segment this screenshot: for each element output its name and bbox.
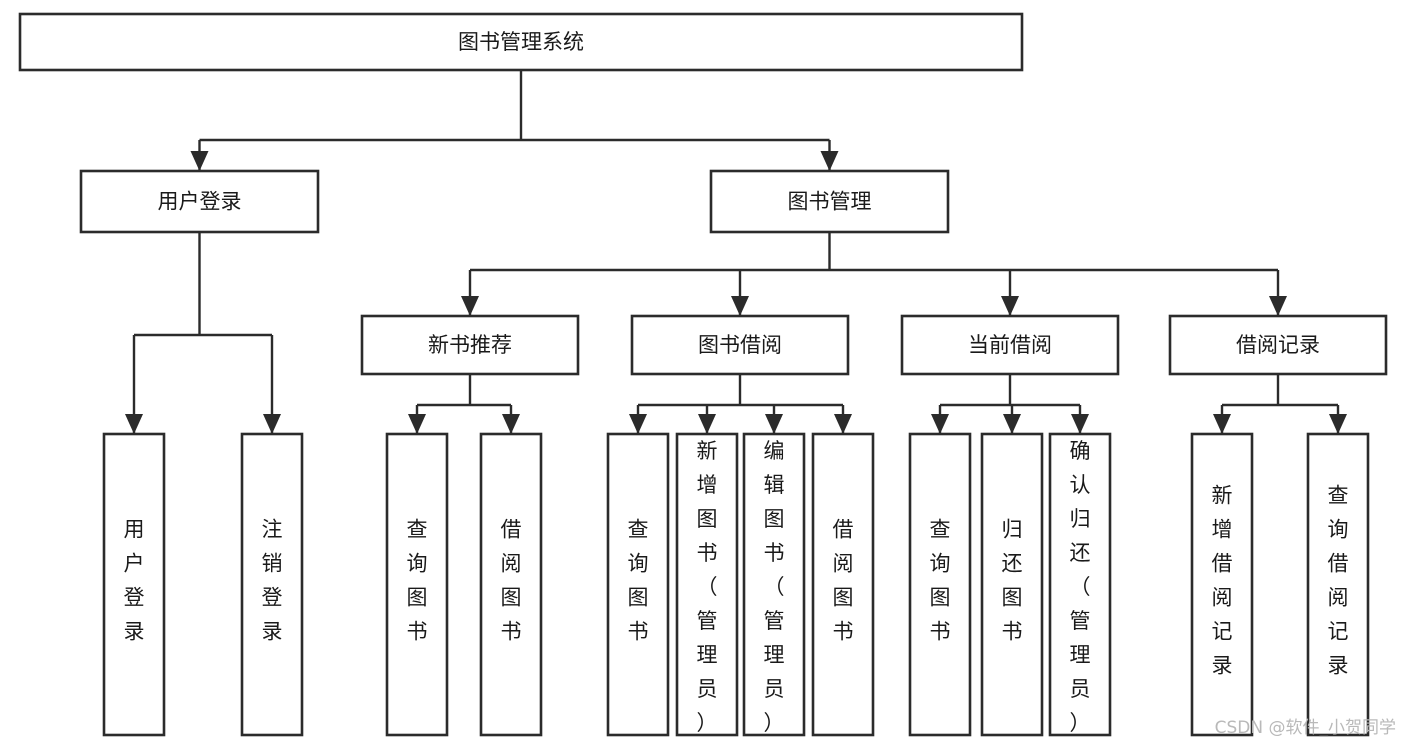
node-leaf-borrow-book-1-label: 借阅图书 xyxy=(501,518,522,644)
node-leaf-borrow-book-2-box xyxy=(811,432,875,737)
userlogin-arrow-1 xyxy=(263,414,281,434)
l3-book-borrow-arrow-2 xyxy=(765,414,783,434)
node-leaf-user-logout-label: 注销登录 xyxy=(262,518,283,644)
node-leaf-query-book-1-label: 查询图书 xyxy=(407,518,428,644)
l3-new-book-recommend-arrow-0 xyxy=(408,414,426,434)
node-leaf-borrow-book-1-box xyxy=(479,432,543,737)
node-book-borrow-label: 图书借阅 xyxy=(698,333,782,357)
node-leaf-query-record-label: 查询借阅记录 xyxy=(1328,484,1349,678)
node-leaf-confirm-return-box xyxy=(1048,432,1112,737)
node-leaf-add-book-box xyxy=(675,432,739,737)
node-new-book-recommend-box xyxy=(360,314,580,376)
l3-book-borrow-arrow-3 xyxy=(834,414,852,434)
node-leaf-query-book-2-label: 查询图书 xyxy=(628,518,649,644)
node-book-borrow-box xyxy=(630,314,850,376)
node-leaf-edit-book-label: 编辑图书（管理员） xyxy=(764,439,785,735)
l3-new-book-recommend-arrow-1 xyxy=(502,414,520,434)
node-leaf-add-book[interactable]: 新增图书（管理员） xyxy=(675,432,739,737)
bookmanage-arrow-1 xyxy=(731,296,749,316)
node-leaf-confirm-return-label: 确认归还（管理员） xyxy=(1070,439,1091,735)
node-leaf-add-book-label: 新增图书（管理员） xyxy=(697,439,718,735)
node-book-borrow[interactable]: 图书借阅 xyxy=(630,314,850,376)
node-layer: 图书管理系统用户登录图书管理新书推荐图书借阅当前借阅借阅记录用户登录注销登录查询… xyxy=(18,12,1388,737)
bookmanage-arrow-2 xyxy=(1001,296,1019,316)
l3-current-borrow-arrow-1 xyxy=(1003,414,1021,434)
node-leaf-user-login[interactable]: 用户登录 xyxy=(102,432,166,737)
l3-book-borrow-arrow-0 xyxy=(629,414,647,434)
node-current-borrow-label: 当前借阅 xyxy=(968,333,1052,357)
csdn-watermark: CSDN @软件_小贺同学 xyxy=(1215,718,1396,738)
node-leaf-user-logout[interactable]: 注销登录 xyxy=(240,432,304,737)
node-current-borrow[interactable]: 当前借阅 xyxy=(900,314,1120,376)
root-arrow-1 xyxy=(820,151,839,171)
l3-current-borrow-arrow-2 xyxy=(1071,414,1089,434)
node-leaf-add-record[interactable]: 新增借阅记录 xyxy=(1190,432,1254,737)
node-leaf-borrow-book-2-label: 借阅图书 xyxy=(833,518,854,644)
node-leaf-user-logout-box xyxy=(240,432,304,737)
bookmanage-arrow-0 xyxy=(461,296,479,316)
l3-borrow-record-arrow-0 xyxy=(1213,414,1231,434)
node-leaf-edit-book-box xyxy=(742,432,806,737)
node-leaf-return-book-label: 归还图书 xyxy=(1002,518,1023,644)
node-user-login-box xyxy=(79,169,320,234)
node-leaf-user-login-box xyxy=(102,432,166,737)
node-new-book-recommend-label: 新书推荐 xyxy=(428,333,512,357)
root-arrow-0 xyxy=(190,151,209,171)
node-borrow-record-label: 借阅记录 xyxy=(1236,333,1320,357)
node-book-manage-box xyxy=(709,169,950,234)
node-leaf-query-book-3-label: 查询图书 xyxy=(930,518,951,644)
node-borrow-record-box xyxy=(1168,314,1388,376)
node-book-manage-label: 图书管理 xyxy=(788,190,872,214)
node-user-login-label: 用户登录 xyxy=(158,190,242,214)
node-leaf-query-record-box xyxy=(1306,432,1370,737)
node-borrow-record[interactable]: 借阅记录 xyxy=(1168,314,1388,376)
l3-borrow-record-arrow-1 xyxy=(1329,414,1347,434)
node-leaf-borrow-book-1[interactable]: 借阅图书 xyxy=(479,432,543,737)
node-leaf-query-book-1-box xyxy=(385,432,449,737)
node-leaf-return-book[interactable]: 归还图书 xyxy=(980,432,1044,737)
node-leaf-confirm-return[interactable]: 确认归还（管理员） xyxy=(1048,432,1112,737)
node-leaf-query-book-3[interactable]: 查询图书 xyxy=(908,432,972,737)
node-leaf-user-login-label: 用户登录 xyxy=(124,518,145,644)
node-user-login[interactable]: 用户登录 xyxy=(79,169,320,234)
node-root-box xyxy=(18,12,1024,72)
node-leaf-query-book-2[interactable]: 查询图书 xyxy=(606,432,670,737)
node-leaf-return-book-box xyxy=(980,432,1044,737)
node-book-manage[interactable]: 图书管理 xyxy=(709,169,950,234)
node-leaf-query-book-1[interactable]: 查询图书 xyxy=(385,432,449,737)
node-leaf-query-record[interactable]: 查询借阅记录 xyxy=(1306,432,1370,737)
connector-layer xyxy=(125,70,1347,434)
node-leaf-query-book-3-box xyxy=(908,432,972,737)
l3-book-borrow-arrow-1 xyxy=(698,414,716,434)
userlogin-arrow-0 xyxy=(125,414,143,434)
l3-current-borrow-arrow-0 xyxy=(931,414,949,434)
node-root[interactable]: 图书管理系统 xyxy=(18,12,1024,72)
node-leaf-add-record-label: 新增借阅记录 xyxy=(1212,484,1233,678)
node-leaf-edit-book[interactable]: 编辑图书（管理员） xyxy=(742,432,806,737)
node-new-book-recommend[interactable]: 新书推荐 xyxy=(360,314,580,376)
node-leaf-borrow-book-2[interactable]: 借阅图书 xyxy=(811,432,875,737)
node-root-label: 图书管理系统 xyxy=(458,30,584,54)
node-leaf-add-record-box xyxy=(1190,432,1254,737)
node-leaf-query-book-2-box xyxy=(606,432,670,737)
node-current-borrow-box xyxy=(900,314,1120,376)
bookmanage-arrow-3 xyxy=(1269,296,1287,316)
